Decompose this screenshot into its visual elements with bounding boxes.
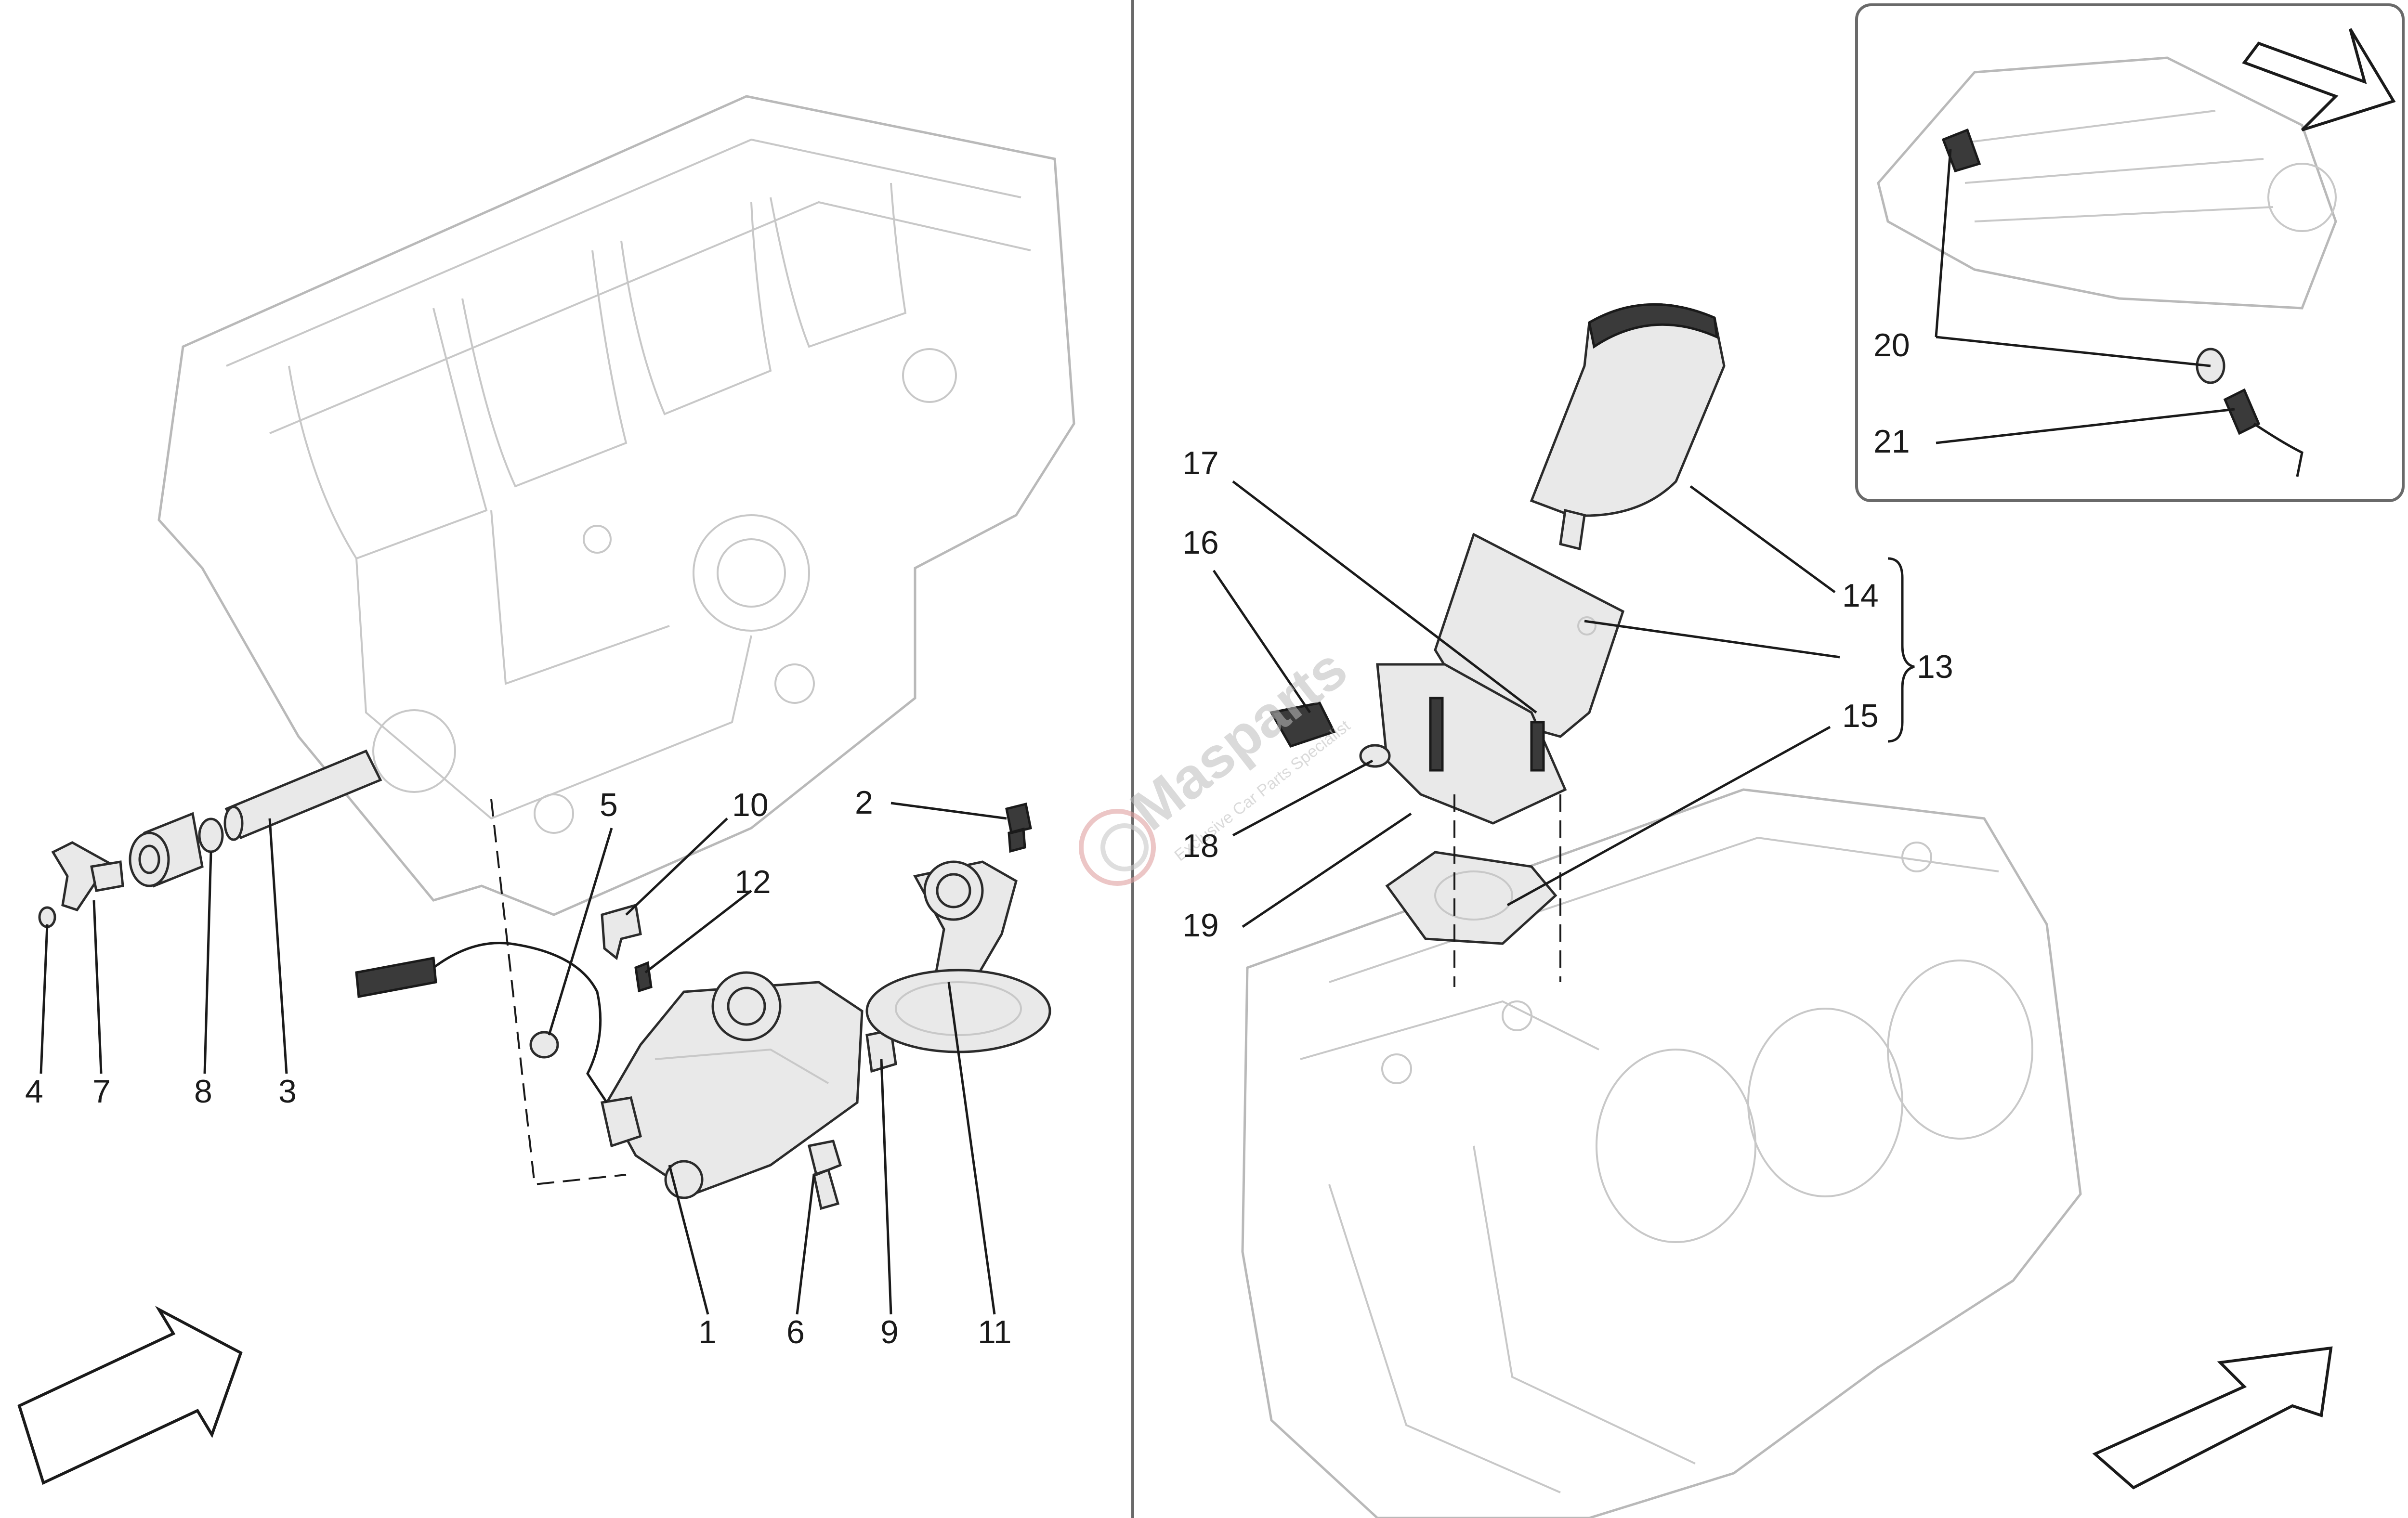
inset-detail-view: [1855, 3, 2405, 502]
gasket-opening: [1434, 870, 1513, 921]
callout-4: 4: [25, 1073, 43, 1110]
bearing: [129, 812, 204, 888]
callout-9: 9: [880, 1314, 899, 1350]
callout-21: 21: [1873, 423, 1910, 460]
part-20-sensor: [1941, 128, 1981, 173]
part-11-oil-strainer: [865, 860, 1051, 1053]
callout-17: 17: [1182, 445, 1219, 481]
part-4-nut: [38, 906, 56, 928]
callout-14: 14: [1842, 577, 1879, 614]
part-7-flange: [51, 841, 124, 911]
callout-2: 2: [855, 784, 873, 821]
direction-arrow-left: [17, 1306, 243, 1485]
callout-1: 1: [698, 1314, 717, 1350]
direction-arrow-inset: [2242, 28, 2396, 131]
callout-11: 11: [978, 1314, 1012, 1350]
callout-10: 10: [732, 787, 769, 823]
part-12-bolt: [634, 961, 653, 993]
callout-labels: 1 2 3 4 5 6 7 8 9 10 11 12 13 14 15 16 1…: [25, 327, 1953, 1350]
sensor-with-cable: [355, 942, 608, 1103]
part-2-bolt: [1005, 802, 1032, 853]
callout-20: 20: [1873, 327, 1910, 363]
part-16-sensor: [1269, 701, 1336, 748]
leader-lines: [39, 149, 2235, 1315]
part-18-plug: [1359, 744, 1391, 768]
callout-12: 12: [734, 864, 771, 900]
part-14-oil-filter-cartridge: [1530, 303, 1726, 551]
part-6-bolt: [807, 1140, 842, 1210]
callout-6: 6: [786, 1314, 805, 1350]
watermark-logo: [1079, 809, 1156, 886]
callout-5: 5: [600, 787, 618, 823]
part-19-gasket: [1385, 851, 1557, 945]
part-8-o-ring: [198, 817, 224, 853]
direction-arrow-right: [2092, 1346, 2333, 1490]
part-21-sensor: [2223, 388, 2261, 435]
callout-15: 15: [1842, 698, 1879, 734]
callout-16: 16: [1182, 524, 1219, 561]
engine-block-left: [157, 95, 1075, 916]
part-5-bolt: [529, 1031, 559, 1059]
engine-block-right: [1241, 788, 2082, 1518]
part-13-filter-housing: [1376, 532, 1625, 825]
part-3-tube: [223, 749, 382, 841]
callout-13: 13: [1917, 649, 1953, 685]
callout-3: 3: [278, 1073, 297, 1110]
callout-7: 7: [92, 1073, 111, 1110]
callout-19: 19: [1182, 907, 1219, 944]
part-10-bracket: [601, 903, 642, 960]
callout-8: 8: [194, 1073, 212, 1110]
watermark: Masparts Exclusive Car Parts Specialist: [1079, 636, 1359, 886]
assembly-guide-line: [490, 799, 627, 1186]
group-bracket-13: [1887, 557, 1915, 743]
callout-18: 18: [1182, 828, 1219, 864]
assembly-guide-right: [1453, 794, 1561, 987]
